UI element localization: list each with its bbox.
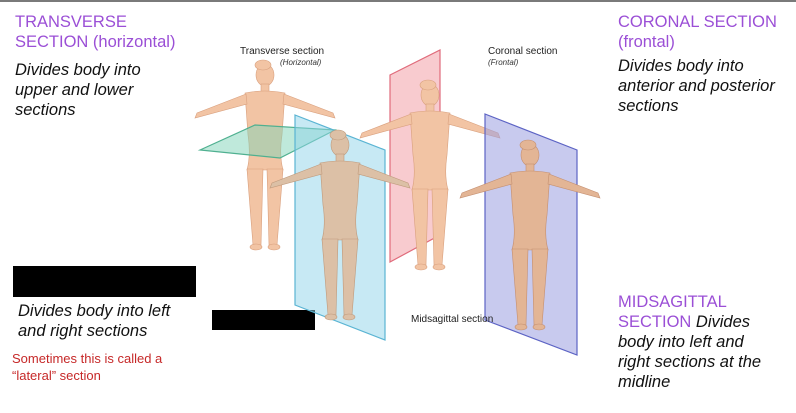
coronal-desc-line2: anterior and posterior [618,77,775,95]
transverse-heading-line2: SECTION (horizontal) [15,33,176,51]
sagittal-desc-line2: and right sections [18,322,148,340]
transverse-desc-line1: Divides body into [15,61,141,79]
sagittal-note: Sometimes this is called a “lateral” sec… [12,350,162,384]
coronal-label: Coronal section [488,46,557,57]
sagittal-note-line1: Sometimes this is called a [12,351,163,366]
coronal-heading: CORONAL SECTION (frontal) [618,12,777,52]
transverse-heading-line1: TRANSVERSE [15,13,127,31]
redaction-box [13,266,196,297]
sagittal-description: Divides body into left and right section… [18,301,170,341]
midsagittal-desc-line3: midline [618,373,671,391]
coronal-desc-line1: Divides body into [618,57,744,75]
sagittal-desc-line1: Divides body into left [18,302,171,320]
transverse-heading: TRANSVERSE SECTION (horizontal) [15,12,175,52]
midsagittal-text: MIDSAGITTAL SECTION Divides body into le… [618,292,793,392]
sagittal-note-line2: “lateral” section [12,368,101,383]
midsagittal-label: Midsagittal section [411,314,493,325]
coronal-sublabel: (Frontal) [488,58,519,67]
midsagittal-heading-line1: MIDSAGITTAL [618,293,727,311]
top-divider [0,0,796,2]
midsagittal-heading-line2: SECTION Divides [618,312,793,332]
transverse-desc-line3: sections [15,101,76,119]
transverse-sublabel: (Horizontal) [280,58,322,67]
coronal-heading-line2: (frontal) [618,33,675,51]
midsagittal-desc-line1: body into left and [618,333,744,351]
coronal-description: Divides body into anterior and posterior… [618,56,775,116]
transverse-description: Divides body into upper and lower sectio… [15,60,141,120]
transverse-label: Transverse section [240,46,324,57]
anatomical-planes-figure: Transverse section (Horizontal) Coronal … [194,46,601,356]
coronal-desc-line3: sections [618,97,679,115]
coronal-heading-line1: CORONAL SECTION [618,13,777,31]
midsagittal-desc-line2: right sections at the [618,353,762,371]
midsagittal-heading-divides: Divides [691,313,751,331]
redaction-box [212,310,315,330]
midsagittal-heading-section: SECTION [618,313,692,331]
transverse-desc-line2: upper and lower [15,81,134,99]
